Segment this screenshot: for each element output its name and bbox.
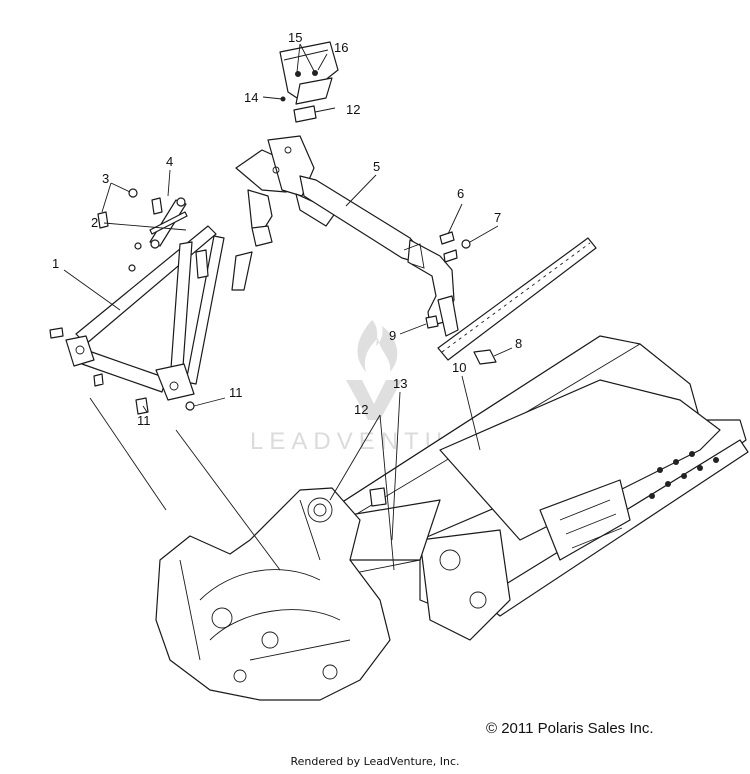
callout-8: 8 (515, 336, 522, 351)
callout-16: 16 (334, 40, 348, 55)
callout-12-mid: 12 (354, 402, 368, 417)
callout-numbers: 15 16 14 12 4 3 5 6 7 2 1 9 8 10 11 12 1… (52, 30, 522, 428)
front-bulkhead (155, 487, 391, 701)
rendered-by-footer: Rendered by LeadVenture, Inc. (290, 755, 460, 768)
parts-2-3-4 (97, 188, 188, 272)
part-5-bumper (235, 135, 459, 337)
callout-5: 5 (373, 159, 380, 174)
callout-3: 3 (102, 171, 109, 186)
chassis-tunnel (319, 335, 749, 641)
callout-10: 10 (452, 360, 466, 375)
part-10-rail (437, 237, 597, 361)
callout-13: 13 (393, 376, 407, 391)
hardware-6-7-8-9 (425, 231, 497, 365)
callout-6: 6 (457, 186, 464, 201)
callout-14: 14 (244, 90, 258, 105)
callout-9: 9 (389, 328, 396, 343)
callout-2: 2 (91, 215, 98, 230)
callout-4: 4 (166, 154, 173, 169)
callout-7: 7 (494, 210, 501, 225)
copyright-notice: © 2011 Polaris Sales Inc. (486, 720, 654, 737)
part-1-frame (49, 225, 273, 415)
callout-12-top: 12 (346, 102, 360, 117)
callout-11-left: 11 (137, 413, 151, 428)
callout-15: 15 (288, 30, 302, 45)
callout-1: 1 (52, 256, 59, 271)
inset-parts (279, 41, 339, 123)
callout-11-right: 11 (229, 385, 243, 400)
tunnel-cooler-holes (649, 451, 719, 499)
leader-lines (63, 43, 513, 571)
